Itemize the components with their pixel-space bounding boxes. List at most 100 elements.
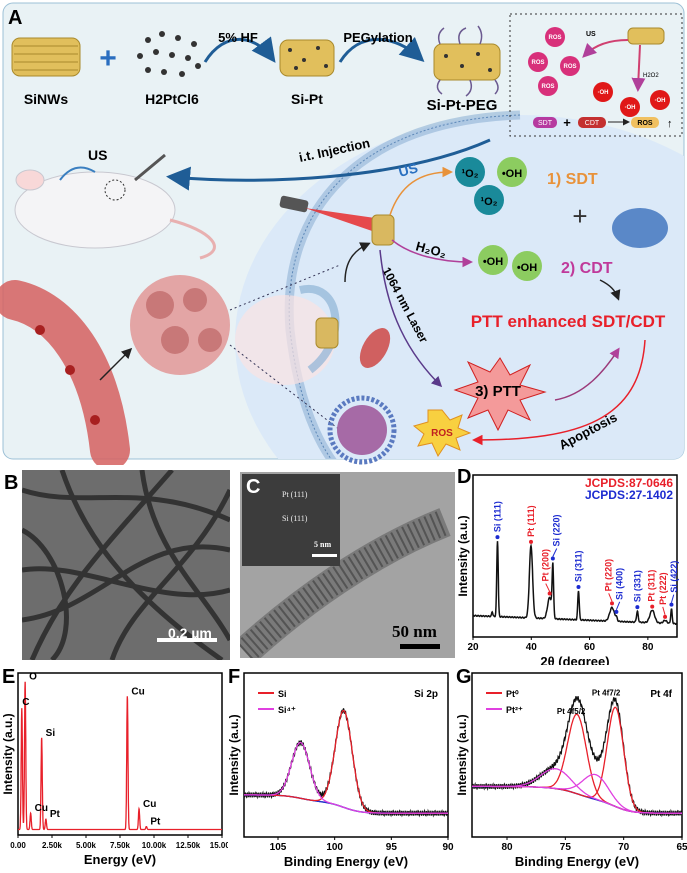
peak-label: O bbox=[29, 672, 37, 683]
peak-label: Pt bbox=[150, 817, 161, 828]
xrd-curve bbox=[472, 541, 678, 625]
step-pegylation-label: PEGylation bbox=[343, 30, 412, 45]
panel-label-e: E bbox=[2, 666, 15, 688]
fit-Si⁴⁺ bbox=[244, 741, 448, 814]
blood-vessel-icon bbox=[0, 280, 130, 465]
lattice-pt-111: Pt (111) bbox=[282, 490, 308, 499]
y-axis-label: Intensity (a.u.) bbox=[1, 713, 15, 794]
x-tick-label: 0.00 bbox=[10, 841, 26, 850]
singlet-oxygen-1: ¹O₂ bbox=[461, 168, 478, 180]
inset-sdt-badge: SDT bbox=[538, 120, 553, 127]
peak-marker bbox=[576, 584, 581, 589]
x-tick-label: 10.00k bbox=[142, 841, 167, 850]
peak-marker bbox=[635, 605, 640, 610]
inset-cdt-badge: CDT bbox=[585, 120, 600, 127]
peak-leader-line bbox=[670, 594, 675, 603]
panel-c-tem: C Pt (111) Si (111) 5 nm 50 nm bbox=[240, 472, 455, 658]
x-tick-label: 100 bbox=[326, 842, 343, 853]
inset-ros-badge: ROS bbox=[637, 120, 653, 127]
peak-annotation: Pt 4f7/2 bbox=[592, 688, 621, 697]
legend-entry: Si bbox=[278, 689, 287, 699]
peak-label: Pt (200) bbox=[541, 549, 551, 582]
x-tick-label: 70 bbox=[618, 842, 630, 853]
inset-oh-3: ·OH bbox=[655, 98, 666, 104]
x-tick-label: 20 bbox=[467, 642, 479, 653]
x-axis-label: Binding Energy (eV) bbox=[284, 854, 408, 869]
ros-burst-icon bbox=[412, 409, 472, 458]
singlet-oxygen-circles bbox=[455, 157, 527, 215]
sdt-label: 1) SDT bbox=[547, 171, 598, 188]
peak-marker bbox=[495, 535, 500, 540]
h2ptcl6-particles-icon bbox=[137, 31, 201, 77]
plus-sign: + bbox=[99, 42, 117, 75]
peak-label: Si bbox=[46, 728, 56, 739]
peak-leader-line bbox=[615, 601, 621, 611]
peak-label: Si (111) bbox=[492, 501, 502, 532]
peak-label: Si (311) bbox=[573, 550, 583, 582]
mouse-icon bbox=[14, 153, 216, 260]
scale-bar-c: 50 nm bbox=[392, 622, 437, 641]
peak-annotation: Pt 4f5/2 bbox=[557, 707, 586, 716]
peak-label: Si (400) bbox=[615, 568, 625, 600]
inset-oh-2: ·OH bbox=[625, 105, 636, 111]
tumor-icon bbox=[130, 275, 230, 375]
x-tick-label: 12.50k bbox=[176, 841, 201, 850]
peak-label: Si (422) bbox=[669, 561, 679, 593]
cell-plus-sign: + bbox=[572, 201, 587, 231]
injection-arrow bbox=[166, 138, 491, 191]
ros-label: ROS bbox=[431, 428, 453, 439]
ptt-burst-icon bbox=[453, 357, 547, 432]
panel-a-schematic: A SiNWs + H2PtCl6 5% HF Si-Pt PEGylation… bbox=[0, 2, 685, 465]
x-tick-label: 2.50k bbox=[42, 841, 63, 850]
x-tick-label: 95 bbox=[386, 842, 398, 853]
mitochondria-icon bbox=[359, 328, 391, 368]
panel-e-eds-chart: E0.002.50k5.00k7.50k10.00k12.50k15.00kEn… bbox=[1, 666, 228, 867]
si-pt-nanowire-icon bbox=[279, 39, 335, 77]
eds-curve bbox=[18, 681, 222, 831]
x-tick-label: 90 bbox=[442, 842, 454, 853]
peak-label: Pt (311) bbox=[647, 570, 657, 602]
peak-marker bbox=[547, 591, 552, 596]
inset-ros-3: ROS bbox=[563, 64, 576, 70]
hrtem-inset: C Pt (111) Si (111) 5 nm bbox=[242, 474, 340, 566]
peak-marker bbox=[610, 601, 615, 606]
panel-label-c: C bbox=[246, 476, 261, 498]
mouse-us-label: US bbox=[88, 147, 107, 163]
step-hf-label: 5% HF bbox=[218, 30, 258, 45]
fit-Pt²⁺ bbox=[472, 768, 682, 814]
fit-Si bbox=[244, 709, 448, 814]
label-sinws: SiNWs bbox=[24, 91, 69, 107]
peak-label: Si (331) bbox=[632, 570, 642, 602]
core-level-label: Pt 4f bbox=[650, 689, 672, 700]
si-pt-peg-nanowire-icon bbox=[433, 25, 501, 97]
peak-label: Cu bbox=[131, 686, 144, 697]
peak-label: C bbox=[22, 697, 29, 708]
x-tick-label: 75 bbox=[560, 842, 572, 853]
peak-label: Pt (222) bbox=[658, 572, 668, 605]
plot-frame bbox=[243, 672, 449, 838]
raw-data-curve bbox=[243, 708, 449, 818]
x-tick-label: 80 bbox=[642, 642, 654, 653]
cdt-label: 2) CDT bbox=[561, 260, 613, 277]
legend-entry: Si⁴⁺ bbox=[278, 705, 296, 715]
inset-ros-4: ROS bbox=[541, 84, 554, 90]
inset-plus: + bbox=[563, 115, 571, 130]
peak-label: Pt (111) bbox=[526, 505, 536, 537]
peak-label: Pt bbox=[50, 809, 61, 820]
legend-entry: Pt⁰ bbox=[506, 689, 519, 699]
legend-entry: Pt²⁺ bbox=[506, 705, 523, 715]
hydroxyl-radical-3: •OH bbox=[517, 262, 537, 274]
peak-marker bbox=[614, 609, 619, 614]
x-tick-label: 65 bbox=[676, 842, 687, 853]
peak-label: Cu bbox=[143, 799, 156, 810]
x-tick-label: 80 bbox=[501, 842, 513, 853]
peak-leader-line bbox=[552, 548, 558, 557]
cell-us-label: US bbox=[397, 159, 420, 179]
inset-us-label: US bbox=[586, 31, 596, 38]
endosome-membrane bbox=[299, 284, 340, 374]
peak-marker bbox=[669, 602, 674, 607]
peak-label: Si (220) bbox=[552, 514, 562, 546]
hydroxyl-radical-2: •OH bbox=[483, 256, 503, 268]
